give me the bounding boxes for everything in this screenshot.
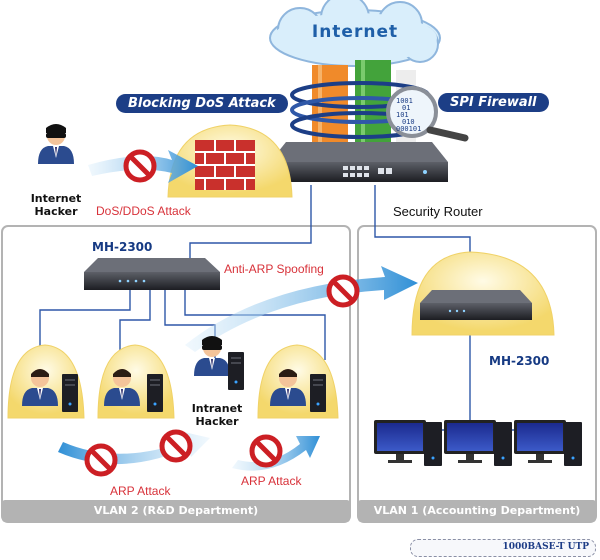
security-router-label: Security Router xyxy=(393,204,483,219)
blocked-icon xyxy=(87,446,115,474)
internet-hacker-label: Internet Hacker xyxy=(30,192,82,218)
vlan1-label: VLAN 1 (Accounting Department) xyxy=(373,504,581,517)
pc-tower-icon xyxy=(62,374,78,412)
dos-attack-label: DoS/DDoS Attack xyxy=(96,204,191,218)
pc-tower-icon xyxy=(310,374,326,412)
internet-hacker-icon xyxy=(38,124,74,164)
pc-tower-icon xyxy=(147,374,163,412)
anti-arp-arrow xyxy=(185,266,418,352)
binary-text-line: 101 xyxy=(396,111,409,119)
arp-attack-label-left: ARP Attack xyxy=(110,484,171,498)
binary-text-line: 000101 xyxy=(396,125,421,133)
brick-wall-icon xyxy=(195,140,255,190)
binary-text-line: 01 xyxy=(402,104,410,112)
intranet-hacker-icon xyxy=(194,336,244,390)
dos-callout: Blocking DoS Attack xyxy=(116,94,288,113)
internet-cloud xyxy=(269,0,441,67)
blocked-icon xyxy=(162,432,190,460)
vlan2-label: VLAN 2 (R&D Department) xyxy=(93,504,259,517)
security-router xyxy=(270,142,448,182)
internet-label: Internet xyxy=(311,22,399,42)
spi-callout: SPI Firewall xyxy=(438,93,549,112)
blocked-icon xyxy=(126,152,154,180)
binary-text-line: 1001 xyxy=(396,97,413,105)
blocked-icon xyxy=(252,437,280,465)
legend-label: 1000BASE-T UTP xyxy=(502,542,589,552)
blocked-icon xyxy=(329,277,357,305)
switch-right xyxy=(420,290,532,320)
binary-text-line: 010 xyxy=(402,118,415,126)
legend-box: 1000BASE-T UTP xyxy=(410,539,596,557)
anti-arp-label: Anti-ARP Spoofing xyxy=(224,262,324,276)
switch-left xyxy=(84,258,220,290)
intranet-hacker-label: Intranet Hacker xyxy=(191,402,243,428)
switch-left-label: MH-2300 xyxy=(92,240,153,254)
arp-attack-label-right: ARP Attack xyxy=(241,474,302,488)
switch-right-label: MH-2300 xyxy=(489,354,550,368)
magnifier-icon xyxy=(386,86,469,142)
